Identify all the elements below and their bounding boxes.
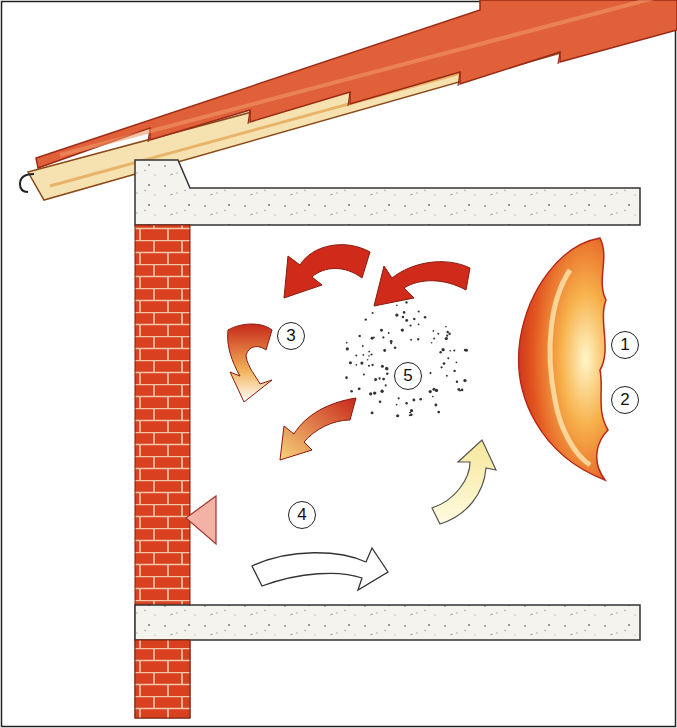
fire: [519, 238, 608, 480]
roof: [20, 0, 677, 200]
callout-number: 5: [394, 362, 422, 390]
flow-arrows: [186, 245, 496, 590]
brick-wall-lower: [135, 640, 190, 718]
callout-number: 3: [277, 322, 305, 350]
smoke-particles: [345, 301, 468, 417]
floor-slab: [135, 605, 640, 640]
callout-number: 1: [611, 331, 639, 359]
callout-number: 4: [288, 501, 316, 529]
ceiling-slab: [135, 160, 640, 225]
brick-wall: [135, 225, 190, 718]
callout-number: 2: [611, 386, 639, 414]
